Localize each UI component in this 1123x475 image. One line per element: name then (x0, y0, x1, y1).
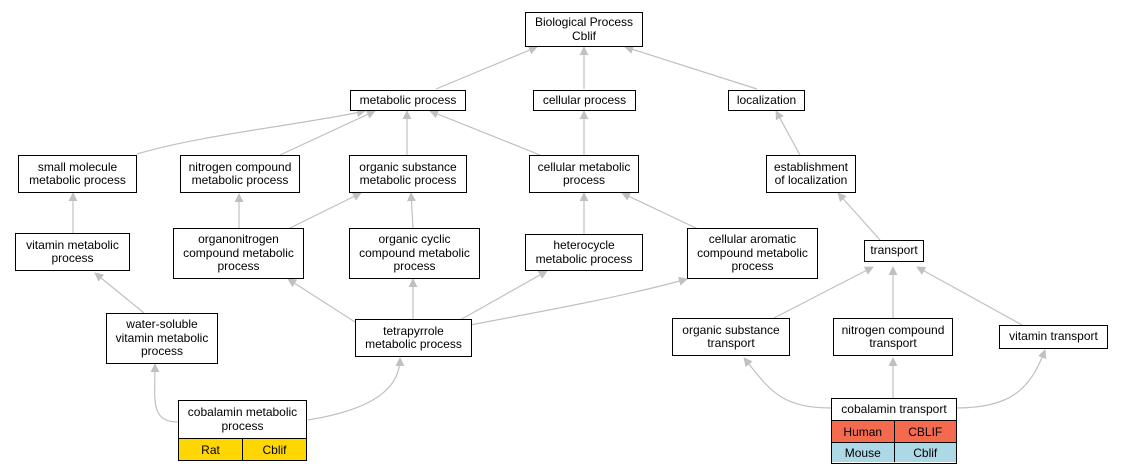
edge-cobalamin-metabolic-to-tetrapyrrole (307, 357, 405, 421)
edge-cobalamin-metabolic-to-water-soluble (150, 363, 179, 423)
node-organic-cyclic-compound-metabolic-process[interactable]: organic cyclic compound metabolic proces… (349, 228, 480, 279)
edge-cellular-aromatic-to-cellular-metabolic (621, 192, 701, 231)
edge-establishment-to-localization (775, 110, 801, 156)
edge-cobalamin-transport-to-vitamin-transport (955, 349, 1047, 409)
species-cell: Human (843, 424, 883, 439)
species-row-rat: Rat Cblif (179, 439, 306, 460)
node-organonitrogen-compound-metabolic-process[interactable]: organonitrogen compound metabolic proces… (173, 228, 304, 279)
edge-nitrogen-compound-to-metabolic (279, 110, 376, 156)
node-cobalamin-metabolic-process[interactable]: cobalamin metabolic process Rat Cblif (178, 400, 307, 461)
edge-water-soluble-to-vitamin-metabolic (94, 272, 145, 314)
cobalamin-metabolic-process-title: cobalamin metabolic process (179, 401, 306, 439)
node-metabolic-process[interactable]: metabolic process (350, 90, 466, 111)
edge-tetrapyrrole-to-cellular-aromatic (469, 276, 688, 326)
edge-organonitrogen-to-organic-substance (289, 192, 362, 229)
edge-organic-substance-transport-to-transport (773, 266, 874, 319)
gene-cell: CBLIF (893, 421, 957, 442)
node-nitrogen-compound-metabolic-process[interactable]: nitrogen compound metabolic process (180, 155, 300, 193)
node-cellular-metabolic-process[interactable]: cellular metabolic process (529, 155, 639, 193)
gene-cell: Cblif (893, 443, 957, 462)
edge-localization-to-root (624, 45, 758, 90)
edge-tetrapyrrole-to-organonitrogen (287, 278, 356, 323)
node-cobalamin-transport[interactable]: cobalamin transport Human CBLIF Mouse Cb… (831, 398, 957, 464)
node-localization[interactable]: localization (728, 90, 805, 111)
species-cell: Mouse (844, 445, 881, 460)
edge-cellular-metabolic-to-metabolic (429, 109, 541, 156)
edge-metabolic-to-root (435, 45, 538, 90)
node-biological-process-root[interactable]: Biological Process Cblif (525, 12, 643, 47)
edge-cobalamin-transport-to-organic-substance-transport (743, 357, 833, 409)
node-organic-substance-metabolic-process[interactable]: organic substance metabolic process (349, 155, 467, 193)
node-vitamin-transport[interactable]: vitamin transport (999, 325, 1108, 349)
node-heterocycle-metabolic-process[interactable]: heterocycle metabolic process (525, 234, 643, 271)
cobalamin-transport-title: cobalamin transport (832, 399, 956, 421)
edge-organic-cyclic-to-organic-substance (406, 192, 416, 229)
node-organic-substance-transport[interactable]: organic substance transport (672, 318, 790, 356)
edge-tetrapyrrole-to-heterocycle (459, 270, 548, 321)
edge-transport-to-establishment (837, 192, 881, 241)
node-nitrogen-compound-transport[interactable]: nitrogen compound transport (833, 318, 953, 356)
species-row-human: Human CBLIF (832, 421, 956, 442)
node-vitamin-metabolic-process[interactable]: vitamin metabolic process (15, 233, 130, 271)
node-cellular-aromatic-compound-metabolic-process[interactable]: cellular aromatic compound metabolic pro… (687, 228, 818, 279)
species-cell: Rat (201, 442, 220, 457)
edge-small-molecule-to-metabolic (136, 108, 366, 155)
species-row-mouse: Mouse Cblif (832, 442, 956, 462)
node-small-molecule-metabolic-process[interactable]: small molecule metabolic process (18, 155, 137, 193)
node-establishment-of-localization[interactable]: establishment of localization (766, 155, 856, 193)
node-cellular-process[interactable]: cellular process (533, 90, 636, 111)
node-transport[interactable]: transport (864, 240, 924, 262)
node-tetrapyrrole-metabolic-process[interactable]: tetrapyrrole metabolic process (355, 319, 472, 357)
gene-cell: Cblif (242, 439, 306, 460)
edge-vitamin-transport-to-transport (916, 266, 1023, 326)
node-water-soluble-vitamin-metabolic-process[interactable]: water-soluble vitamin metabolic process (106, 313, 218, 364)
